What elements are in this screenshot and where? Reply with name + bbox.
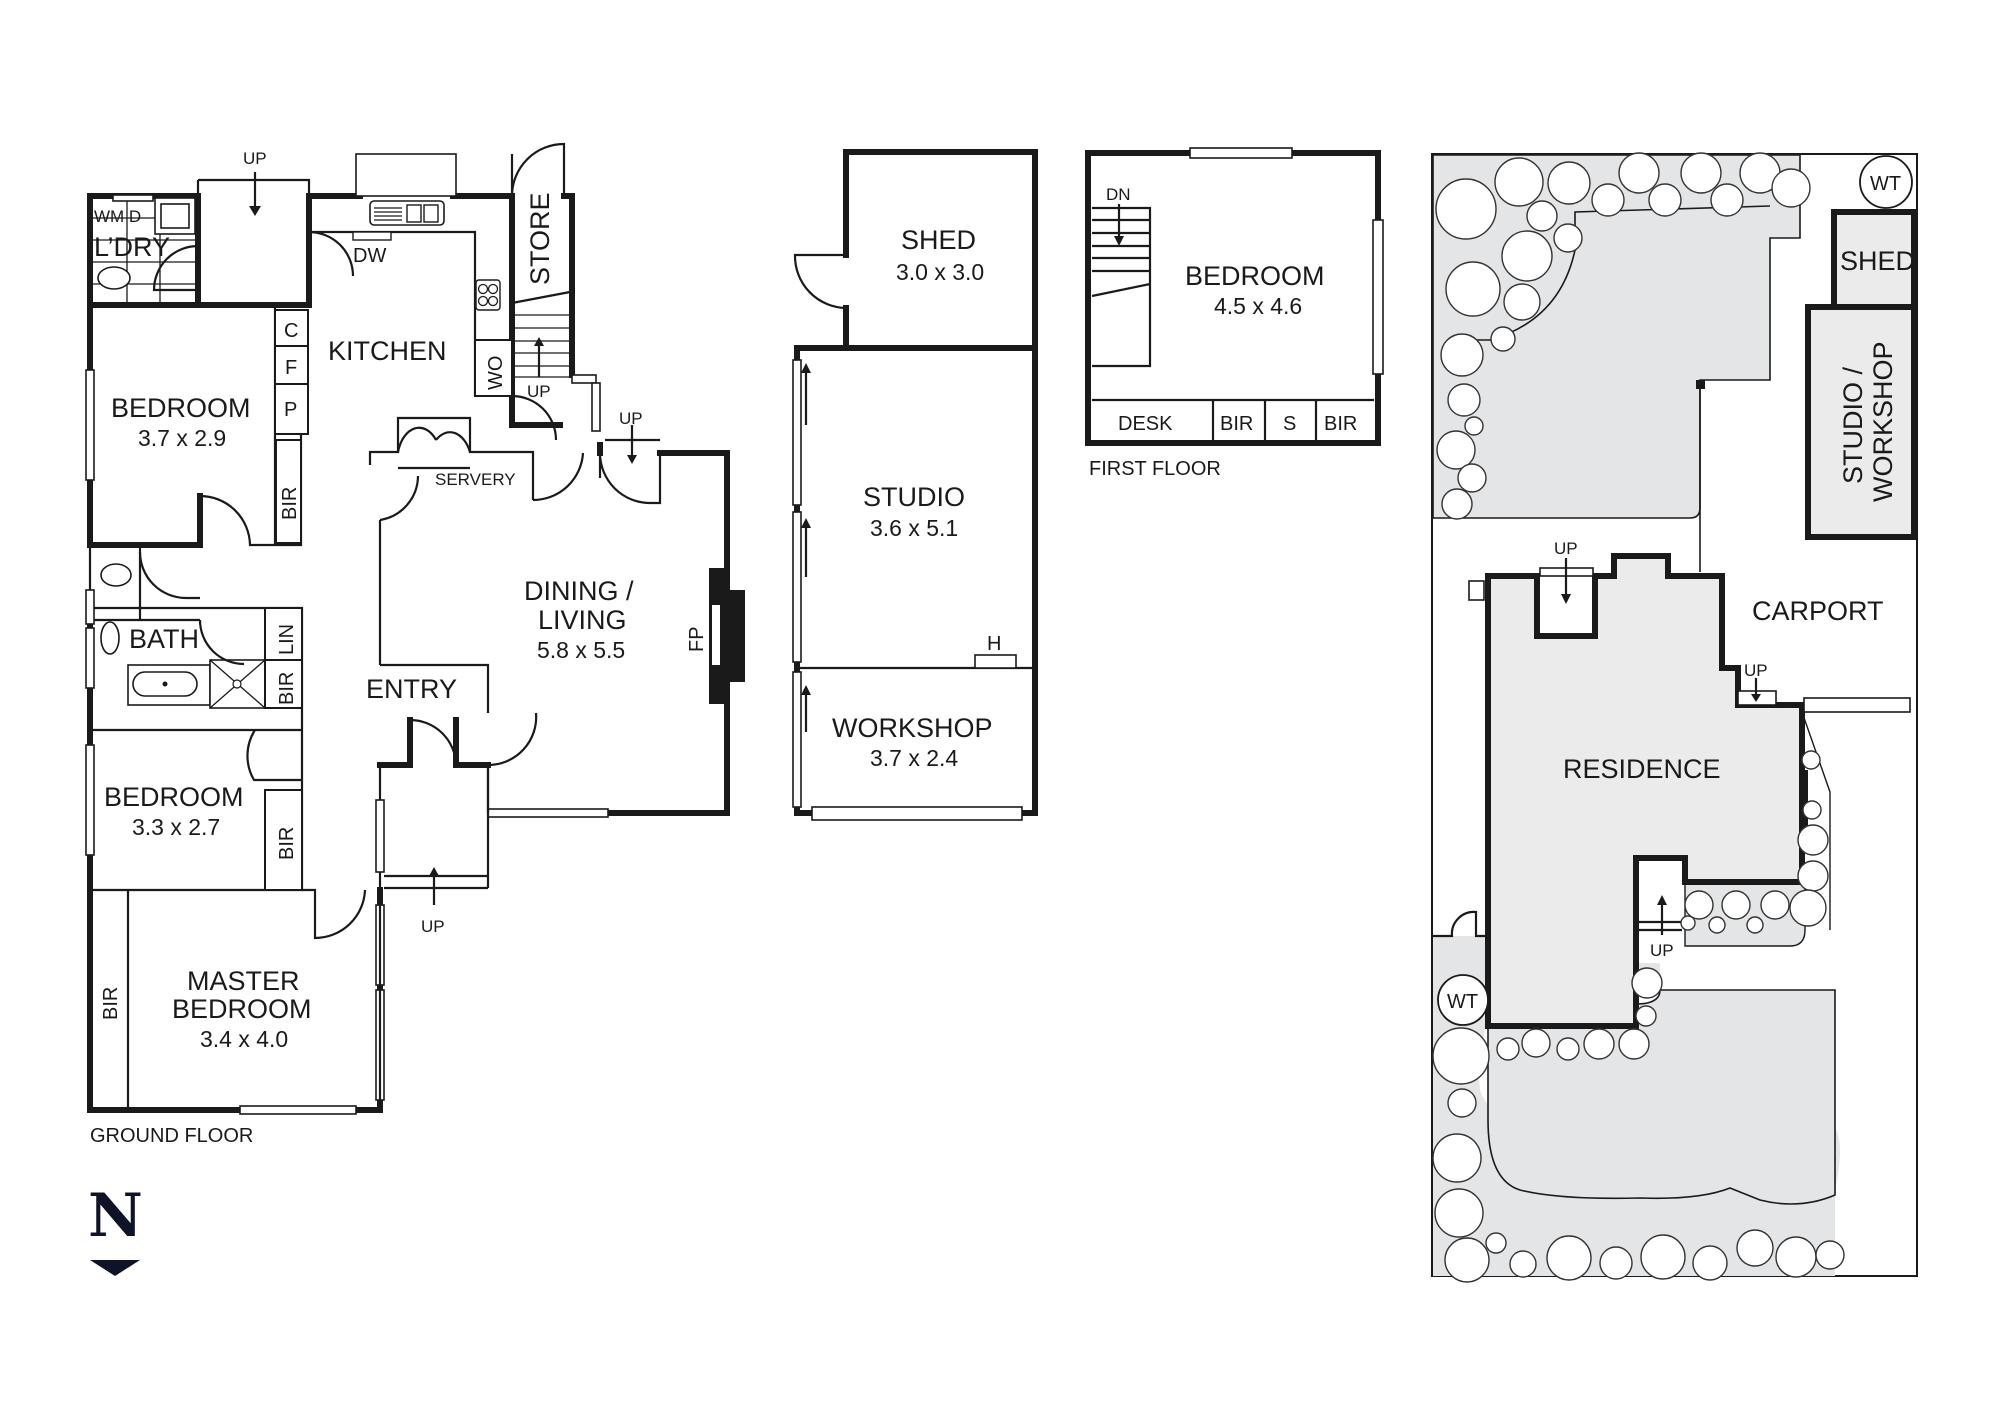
wall-oven-label: WO — [485, 356, 507, 390]
rear-porch: UP — [195, 149, 355, 308]
studio-label: STUDIO — [863, 482, 965, 512]
store-room: STORE UP — [510, 142, 601, 432]
bedroom-2: BIR BEDROOM 3.3 x 2.7 — [85, 727, 304, 893]
water-tank-bottom-label: WT — [1447, 991, 1478, 1013]
servery-label: SERVERY — [435, 470, 516, 489]
first-floor-plan: DN DESK BIR S BIR BEDROOM 4.5 x 4.6 FIRS… — [1085, 147, 1384, 480]
tree-icons — [1432, 152, 1845, 1283]
up-label-entry: UP — [421, 917, 445, 936]
laundry-label: L’DRY — [94, 232, 170, 262]
studio-room: H STUDIO 3.6 x 5.1 WORKSHOP 3.7 x 2.4 — [792, 345, 1038, 821]
site-shed-label: SHED — [1840, 246, 1915, 276]
entry-label: ENTRY — [366, 674, 457, 704]
site-up-south-label: UP — [1650, 941, 1674, 960]
site-studio-workshop-label-2: WORKSHOP — [1868, 341, 1898, 502]
fridge-label: F — [285, 357, 297, 379]
bedroom-2-dims: 3.3 x 2.7 — [132, 814, 220, 840]
dining-living-dims: 5.8 x 5.5 — [537, 637, 625, 663]
shelves-label: S — [1283, 413, 1296, 435]
master-bedroom-label-1: MASTER — [187, 966, 300, 996]
bathroom: LIN BIR BATH — [85, 545, 304, 733]
kitchen-label: KITCHEN — [328, 336, 447, 366]
bath-label: BATH — [129, 624, 199, 654]
north-compass: N — [88, 1181, 143, 1276]
bedroom-1-label: BEDROOM — [111, 393, 251, 423]
up-label-store: UP — [527, 382, 551, 401]
carport-label: CARPORT — [1752, 596, 1884, 626]
bir-label-bedroom-2: BIR — [276, 827, 298, 860]
first-floor-caption: FIRST FLOOR — [1089, 458, 1221, 480]
up-label-living: UP — [619, 409, 643, 428]
workshop-dims: 3.7 x 2.4 — [870, 745, 958, 771]
master-bedroom-label-2: BEDROOM — [172, 994, 312, 1024]
outbuilding-plan: SHED 3.0 x 3.0 H STUDIO 3.6 x 5.1 WORKSH… — [792, 149, 1038, 821]
site-up-carport-label: UP — [1744, 661, 1768, 680]
heater-label: H — [987, 633, 1001, 655]
dishwasher-label: DW — [353, 245, 386, 267]
ground-floor-caption: GROUND FLOOR — [90, 1125, 253, 1147]
store-label: STORE — [525, 192, 555, 285]
desk-label: DESK — [1118, 413, 1173, 435]
first-floor-bedroom-dims: 4.5 x 4.6 — [1214, 293, 1302, 319]
site-plan: UP UP UP RESIDENCE CARPORT SHED STUDIO /… — [1431, 152, 1918, 1283]
servery: SERVERY — [368, 416, 535, 665]
bedroom-1: BIR BEDROOM 3.7 x 2.9 — [85, 302, 303, 548]
north-letter: N — [88, 1181, 143, 1251]
site-up-north-label: UP — [1554, 539, 1578, 558]
dining-living-label-1: DINING / — [524, 576, 634, 606]
master-bedroom-dims: 3.4 x 4.0 — [200, 1026, 288, 1052]
laundry-room: WM D L’DRY — [87, 193, 201, 308]
pantry-label: P — [284, 399, 297, 421]
dining-living-label-2: LIVING — [538, 605, 627, 635]
shed-room: SHED 3.0 x 3.0 — [793, 149, 1038, 351]
ground-floor-plan: WM D L’DRY UP DW W — [85, 142, 745, 1147]
water-tank-top-label: WT — [1870, 173, 1901, 195]
down-stair-label: DN — [1106, 185, 1131, 204]
shed-label: SHED — [901, 225, 976, 255]
studio-dims: 3.6 x 5.1 — [870, 515, 958, 541]
bir-label-first-2: BIR — [1324, 413, 1357, 435]
fireplace-label: FP — [686, 626, 708, 652]
master-bedroom: BIR MASTER BEDROOM 3.4 x 4.0 — [87, 887, 385, 1115]
laundry-appliances-label: WM D — [94, 207, 141, 226]
bedroom-1-dims: 3.7 x 2.9 — [138, 425, 226, 451]
bedroom-2-label: BEDROOM — [104, 782, 244, 812]
bir-label-master: BIR — [100, 987, 122, 1020]
shed-dims: 3.0 x 3.0 — [896, 259, 984, 285]
first-floor-bedroom-label: BEDROOM — [1185, 261, 1325, 291]
residence-label: RESIDENCE — [1563, 754, 1721, 784]
linen-label: LIN — [276, 624, 298, 655]
dining-living: UP FP DINING / LIVING 5.8 x 5.5 — [486, 409, 745, 818]
workshop-label: WORKSHOP — [832, 713, 993, 743]
bir-label-bedroom-1: BIR — [279, 487, 301, 520]
bir-label-bath: BIR — [276, 672, 298, 705]
up-label-laundry: UP — [243, 149, 267, 168]
entry-hall: ENTRY UP — [366, 663, 491, 1110]
site-studio-workshop-label-1: STUDIO / — [1838, 366, 1868, 484]
bir-label-first-1: BIR — [1220, 413, 1253, 435]
cupboard-label: C — [284, 320, 298, 342]
north-arrow-icon — [90, 1260, 140, 1276]
kitchen-room: DW WO KITCHEN C F P — [273, 153, 563, 545]
